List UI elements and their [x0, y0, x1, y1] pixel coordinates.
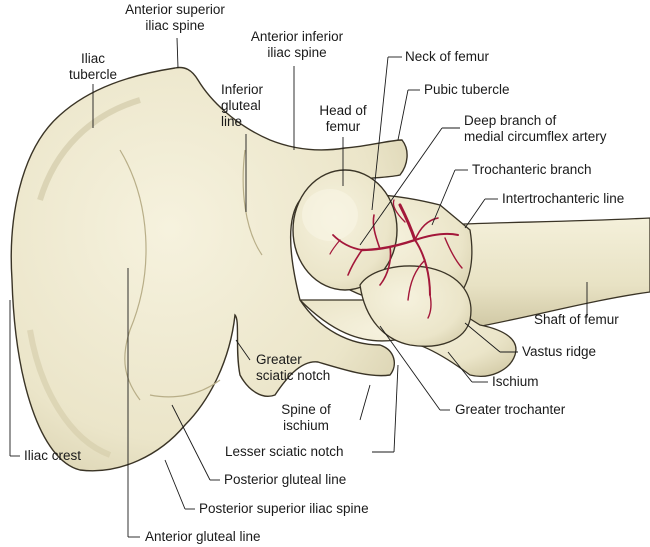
label-posterior-superior-iliac-spine: Posterior superior iliac spine: [199, 501, 369, 516]
label-deep-branch-medial-circumflex-artery: Deep branch of medial circumflex artery: [464, 113, 607, 145]
label-intertrochanteric-line: Intertrochanteric line: [502, 191, 625, 206]
label-trochanteric-branch: Trochanteric branch: [472, 162, 592, 177]
label-line: sciatic notch: [256, 368, 331, 383]
label-line: Anterior inferior: [250, 29, 344, 44]
label-vastus-ridge: Vastus ridge: [522, 344, 597, 359]
inferior-gluteal-line-mark: [242, 149, 263, 256]
ilium-wing: [10, 66, 408, 472]
label-line: Iliac: [80, 51, 105, 66]
posterior-gluteal-line-mark: [149, 379, 221, 398]
anterior-gluteal-line-mark: [119, 149, 147, 401]
label-line: ischium: [283, 418, 329, 433]
label-line: medial circumflex artery: [464, 129, 607, 144]
medial-circumflex-artery: [329, 199, 463, 319]
label-line: iliac spine: [145, 18, 205, 33]
label-line: Spine of: [281, 402, 331, 417]
label-anterior-superior-iliac-spine: Anterior superior iliac spine: [106, 2, 244, 34]
label-line: line: [221, 114, 243, 129]
label-line: Deep branch of: [464, 113, 557, 128]
label-posterior-gluteal-line: Posterior gluteal line: [224, 472, 347, 487]
label-greater-trochanter: Greater trochanter: [455, 402, 566, 417]
label-line: Inferior: [221, 82, 264, 97]
label-spine-of-ischium: Spine of ischium: [258, 402, 354, 434]
label-greater-sciatic-notch: Greater sciatic notch: [256, 352, 330, 384]
label-line: gluteal: [221, 98, 261, 113]
label-lesser-sciatic-notch: Lesser sciatic notch: [225, 444, 344, 459]
label-inferior-gluteal-line: Inferior gluteal line: [221, 82, 291, 130]
label-anterior-gluteal-line: Anterior gluteal line: [145, 529, 261, 544]
label-line: tubercle: [68, 67, 118, 82]
greater-trochanter: [359, 265, 472, 347]
label-line: Anterior superior: [125, 2, 225, 17]
label-anterior-inferior-iliac-spine: Anterior inferior iliac spine: [232, 29, 362, 61]
label-shaft-of-femur: Shaft of femur: [534, 312, 619, 327]
label-head-of-femur: Head of femur: [306, 103, 380, 135]
femur-shaft: [439, 217, 650, 331]
label-line: Head of: [319, 103, 367, 118]
leader-lines: [9, 37, 588, 538]
label-neck-of-femur: Neck of femur: [405, 49, 490, 64]
label-line: iliac spine: [267, 45, 327, 60]
label-iliac-crest: Iliac crest: [24, 448, 82, 463]
label-line: femur: [325, 119, 361, 134]
label-pubic-tubercle: Pubic tubercle: [424, 82, 510, 97]
label-ischium: Ischium: [492, 374, 539, 389]
label-line: Greater: [256, 352, 302, 367]
label-iliac-tubercle: Iliac tubercle: [56, 51, 130, 83]
